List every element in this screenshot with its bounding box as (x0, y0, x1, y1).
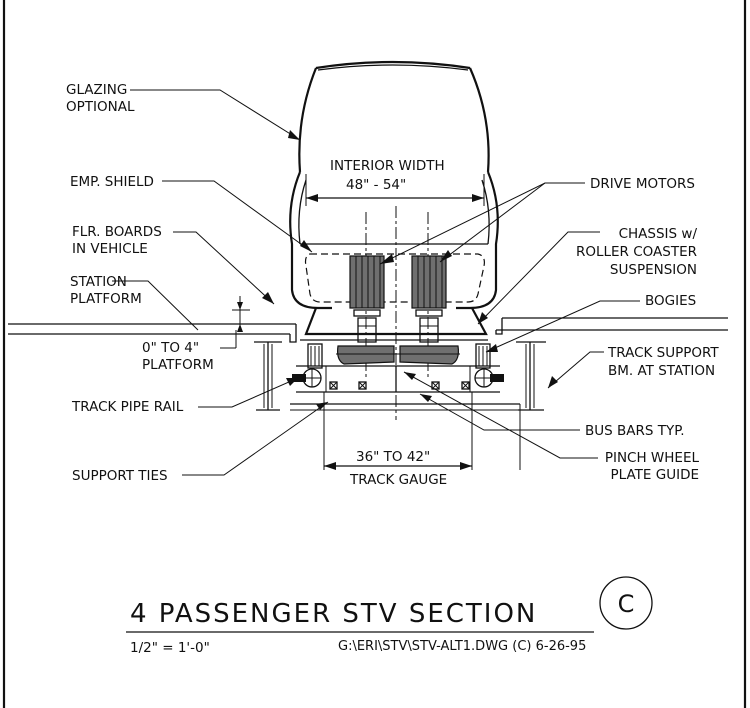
drawing-title: 4 PASSENGER STV SECTION (130, 599, 537, 629)
label-pinch-wheel-line2: PLATE GUIDE (611, 467, 699, 483)
label-floor-boards-line2: IN VEHICLE (72, 241, 148, 257)
label-chassis-line1: CHASSIS w/ (619, 226, 698, 242)
label-interior-width-line2: 48" - 54" (346, 177, 406, 193)
label-station-platform-line1: STATION (70, 274, 127, 290)
drive-motor-right (411, 255, 447, 343)
platform-height-dimension (232, 296, 250, 332)
drive-wheels (336, 345, 460, 365)
track-gauge-dimension (323, 392, 521, 470)
label-drive-motors: DRIVE MOTORS (590, 176, 695, 192)
label-glazing-line2: OPTIONAL (66, 99, 135, 115)
drive-motor-left (349, 255, 385, 343)
section-badge-letter: C (618, 590, 635, 618)
label-floor-boards-line1: FLR. BOARDS (72, 224, 162, 240)
label-track-pipe-rail: TRACK PIPE RAIL (71, 399, 184, 415)
leader-lines (112, 89, 640, 476)
label-platform-height-line2: PLATFORM (142, 357, 214, 373)
label-chassis-line3: SUSPENSION (610, 262, 697, 278)
drawing-scale: 1/2" = 1'-0" (130, 640, 210, 656)
drawing-file-reference: G:\ERI\STV\STV-ALT1.DWG (C) 6-26-95 (338, 639, 586, 654)
interior-width-dimension (305, 174, 485, 206)
label-track-support-line2: BM. AT STATION (608, 363, 715, 379)
label-glazing-line1: GLAZING (66, 82, 127, 98)
label-track-support-line1: TRACK SUPPORT (607, 345, 719, 361)
bogie-left (292, 343, 323, 388)
section-badge-circle (599, 576, 653, 630)
label-bogies: BOGIES (645, 293, 696, 309)
label-bus-bars: BUS BARS TYP. (585, 423, 685, 439)
label-track-gauge-name: TRACK GAUGE (349, 472, 447, 488)
label-station-platform-line2: PLATFORM (70, 291, 142, 307)
label-interior-width-line1: INTERIOR WIDTH (330, 158, 445, 174)
label-platform-height-line1: 0" TO 4" (142, 340, 199, 356)
vehicle-body (289, 60, 499, 341)
label-support-ties: SUPPORT TIES (72, 468, 168, 484)
bogie-right (474, 343, 504, 388)
label-chassis-line2: ROLLER COASTER (576, 244, 697, 260)
label-pinch-wheel-line1: PINCH WHEEL (605, 450, 700, 466)
label-track-gauge-value: 36" TO 42" (356, 449, 430, 465)
track-structure (290, 365, 520, 411)
label-emp-shield: EMP. SHIELD (70, 174, 154, 190)
